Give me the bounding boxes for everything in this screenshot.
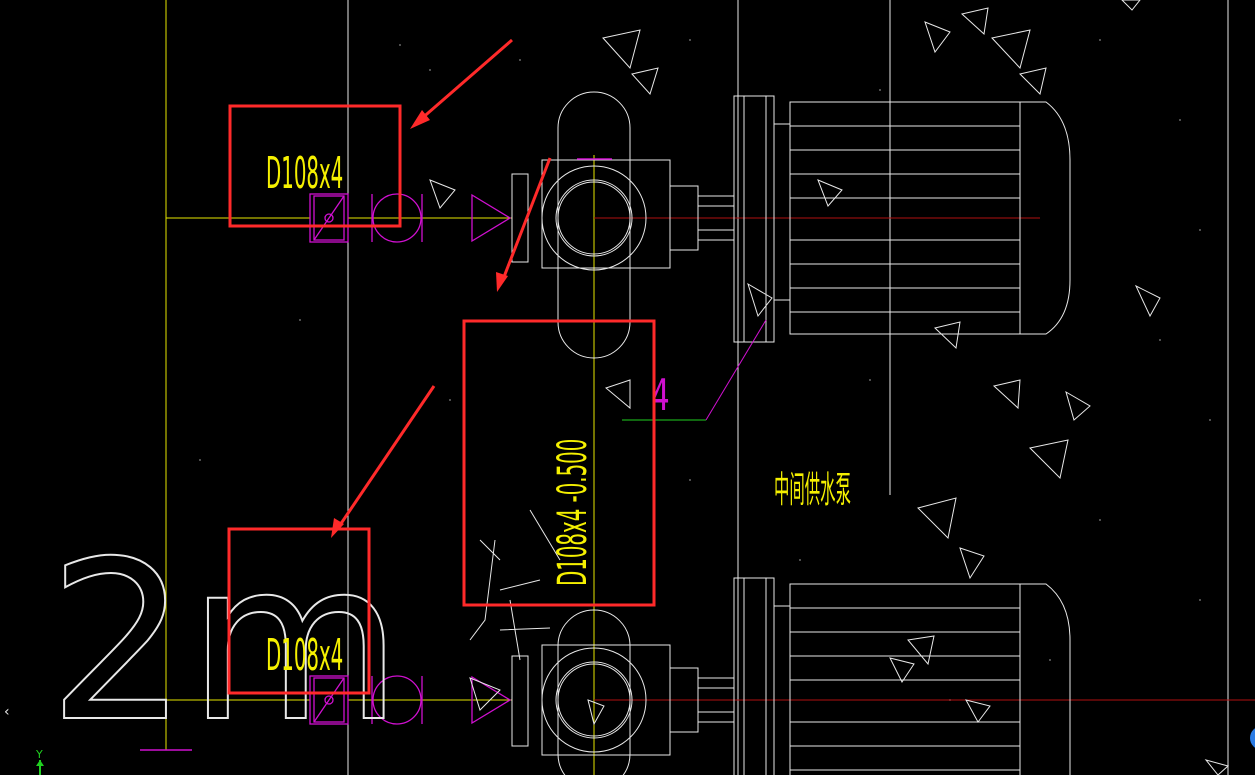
pipe-spec-label-bottom[interactable]: D108x4 [266, 631, 343, 682]
reducer-symbol [471, 193, 512, 243]
pump-body-top[interactable] [541, 91, 735, 359]
ucs-axis-icon [36, 760, 44, 775]
pump-title-label[interactable]: 中间供水泵 [774, 468, 851, 511]
hatch-triangles [429, 0, 1230, 775]
gate-valve-symbol[interactable] [371, 193, 423, 243]
dimension-text-2m: 2m [48, 514, 402, 770]
annotation-arrow-1 [410, 38, 513, 129]
pipe-spec-label-top[interactable]: D108x4 [266, 149, 343, 200]
pump-body-bottom[interactable] [541, 609, 735, 775]
ucs-y-label: Y [35, 748, 43, 761]
highlight-box-bottom [227, 527, 371, 695]
gate-valve-symbol[interactable] [371, 675, 423, 725]
grid-lines [140, 0, 1229, 775]
large-white-glyph-strokes [469, 509, 561, 661]
highlight-box-center [462, 319, 656, 607]
check-valve-symbol[interactable] [309, 193, 349, 243]
annotation-arrow-3 [331, 385, 436, 538]
pipe-spec-label-center[interactable]: D108x4 -0.500 [549, 439, 596, 586]
pipe-run-bottom[interactable] [166, 655, 1255, 747]
reducer-symbol [471, 675, 512, 725]
tag-leader [622, 319, 767, 421]
navigation-orb-icon[interactable] [1250, 726, 1255, 750]
tag-number: 4 [651, 369, 670, 420]
annotation-arrow-2 [496, 157, 552, 292]
background-dots [199, 39, 1211, 701]
check-valve-symbol[interactable] [309, 675, 349, 725]
pipe-run-top[interactable] [166, 173, 1040, 263]
motor-bottom[interactable] [733, 577, 1071, 775]
ucs-small-mark: ‹ [4, 704, 10, 720]
highlight-box-top [228, 104, 402, 228]
motor-top[interactable] [733, 95, 1071, 343]
